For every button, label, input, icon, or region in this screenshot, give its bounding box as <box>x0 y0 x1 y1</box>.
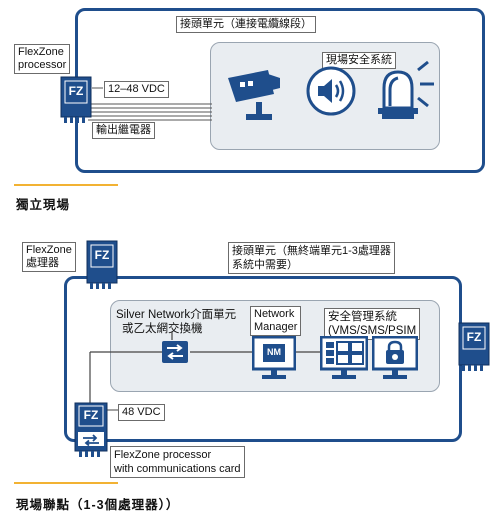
bottom-processor-label: FlexZone 處理器 <box>22 242 76 272</box>
bottom-silver-label-line1: Silver Network介面單元 <box>116 309 237 321</box>
top-voltage-label: 12–48 VDC <box>104 81 169 98</box>
bottom-processor-label-line1: FlexZone <box>26 244 72 256</box>
access-lock-monitor-icon <box>372 336 418 379</box>
nm-icon-text: NM <box>267 347 281 357</box>
bottom-sms-label: 安全管理系統 (VMS/SMS/PSIM <box>324 308 421 340</box>
top-section-rule <box>14 184 118 186</box>
top-relay-label: 輸出繼電器 <box>92 122 155 139</box>
bottom-section-title: 現場聯點（1-3個處理器）） <box>16 498 180 512</box>
top-fz-processor-icon <box>60 76 92 123</box>
speaker-icon <box>306 66 356 116</box>
network-manager-monitor-icon <box>252 336 296 379</box>
bottom-fz-comm-text: FZ <box>83 408 99 422</box>
bottom-comm-label-line2: with communications card <box>114 463 241 475</box>
ethernet-switch-icon <box>162 341 188 363</box>
siren-light-icon <box>378 60 434 119</box>
top-section-title: 獨立現場 <box>16 198 71 212</box>
bottom-comm-label-line1: FlexZone processor <box>114 449 212 461</box>
security-camera-icon <box>228 70 280 120</box>
top-site-security-label: 現場安全系統 <box>322 52 396 69</box>
bottom-junction-label: 接頭單元（無終端單元1-3處理器 系統中需要） <box>228 242 395 274</box>
top-junction-label: 接頭單元（連接電纜線段） <box>176 16 316 33</box>
bottom-silver-label: Silver Network介面單元 或乙太網交換機 <box>116 308 236 336</box>
bottom-fz-processor-1-icon <box>86 240 118 289</box>
bottom-section-rule <box>14 482 118 484</box>
bottom-fz-comm-processor-icon <box>74 402 108 457</box>
top-processor-label-line2: processor <box>18 59 67 71</box>
top-processor-label: FlexZone processor <box>14 44 71 74</box>
top-voltage-text: 12–48 VDC <box>108 83 165 95</box>
top-processor-label-line1: FlexZone <box>18 46 64 58</box>
bottom-nm-label: Network Manager <box>250 306 302 336</box>
bottom-sms-label-line2: (VMS/SMS/PSIM <box>328 325 417 337</box>
top-junction-label-text: 接頭單元（連接電纜線段） <box>180 18 312 30</box>
bottom-voltage-label: 48 VDC <box>118 404 165 421</box>
top-relay-text: 輸出繼電器 <box>96 124 151 136</box>
bottom-fz-2-text: FZ <box>466 330 482 344</box>
bottom-fz-processor-2-icon <box>458 322 490 371</box>
bottom-junction-label-line2: 系統中需要） <box>232 259 298 271</box>
bottom-fz-1-text: FZ <box>94 248 110 262</box>
bottom-processor-label-line2: 處理器 <box>26 257 59 269</box>
bottom-silver-label-line2: 或乙太網交換機 <box>122 323 203 335</box>
bottom-junction-label-line1: 接頭單元（無終端單元1-3處理器 <box>232 245 391 257</box>
top-fz-text: FZ <box>68 84 84 98</box>
bottom-voltage-text: 48 VDC <box>122 406 161 418</box>
bottom-nm-label-line2: Manager <box>254 321 298 333</box>
bottom-sms-label-line1: 安全管理系統 <box>328 311 397 323</box>
video-wall-monitor-icon <box>320 336 368 379</box>
top-cable-bundle <box>88 87 212 121</box>
bottom-comm-label: FlexZone processor with communications c… <box>110 446 245 478</box>
top-site-security-label-text: 現場安全系統 <box>326 54 392 66</box>
bottom-nm-label-line1: Network <box>254 308 295 320</box>
